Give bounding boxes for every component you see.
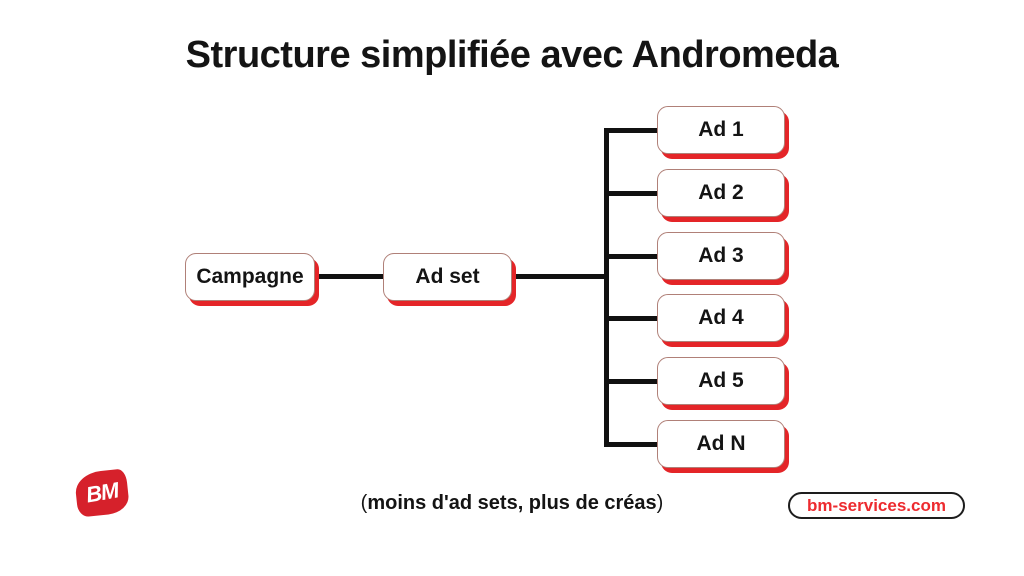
caption-open-paren: (: [360, 492, 368, 514]
connector-spine-ad3: [607, 254, 657, 259]
connector-spine-ad5: [607, 379, 657, 384]
ad-label: Ad 1: [698, 118, 744, 141]
caption-close-paren: ): [656, 492, 664, 514]
ad-node-n: Ad N: [657, 420, 785, 468]
ad-label: Ad 2: [698, 181, 744, 204]
ad-node-4: Ad 4: [657, 294, 785, 342]
caption: (moins d'ad sets, plus de créas): [0, 492, 1024, 515]
campagne-node: Campagne: [185, 253, 315, 301]
campagne-label: Campagne: [196, 265, 304, 288]
ad-label: Ad 4: [698, 306, 744, 329]
ad-node-3: Ad 3: [657, 232, 785, 280]
caption-text: moins d'ad sets, plus de créas: [367, 492, 657, 514]
ad-node-5: Ad 5: [657, 357, 785, 405]
ad-label: Ad N: [696, 432, 746, 455]
ad-node-1: Ad 1: [657, 106, 785, 154]
website-badge[interactable]: bm-services.com: [788, 492, 965, 519]
website-badge-label: bm-services.com: [807, 495, 946, 515]
ad-node-2: Ad 2: [657, 169, 785, 217]
connector-spine-ad4: [607, 316, 657, 321]
adset-node: Ad set: [383, 253, 512, 301]
connector-spine-adn: [607, 442, 657, 447]
adset-label: Ad set: [415, 265, 480, 288]
connector-adset-spine: [512, 274, 608, 279]
connector-spine-ad1: [607, 128, 657, 133]
connector-campagne-adset: [315, 274, 383, 279]
connector-vertical-spine: [604, 128, 609, 447]
page-title: Structure simplifiée avec Andromeda: [185, 34, 839, 76]
connector-spine-ad2: [607, 191, 657, 196]
ad-label: Ad 5: [698, 369, 744, 392]
ad-label: Ad 3: [698, 244, 744, 267]
